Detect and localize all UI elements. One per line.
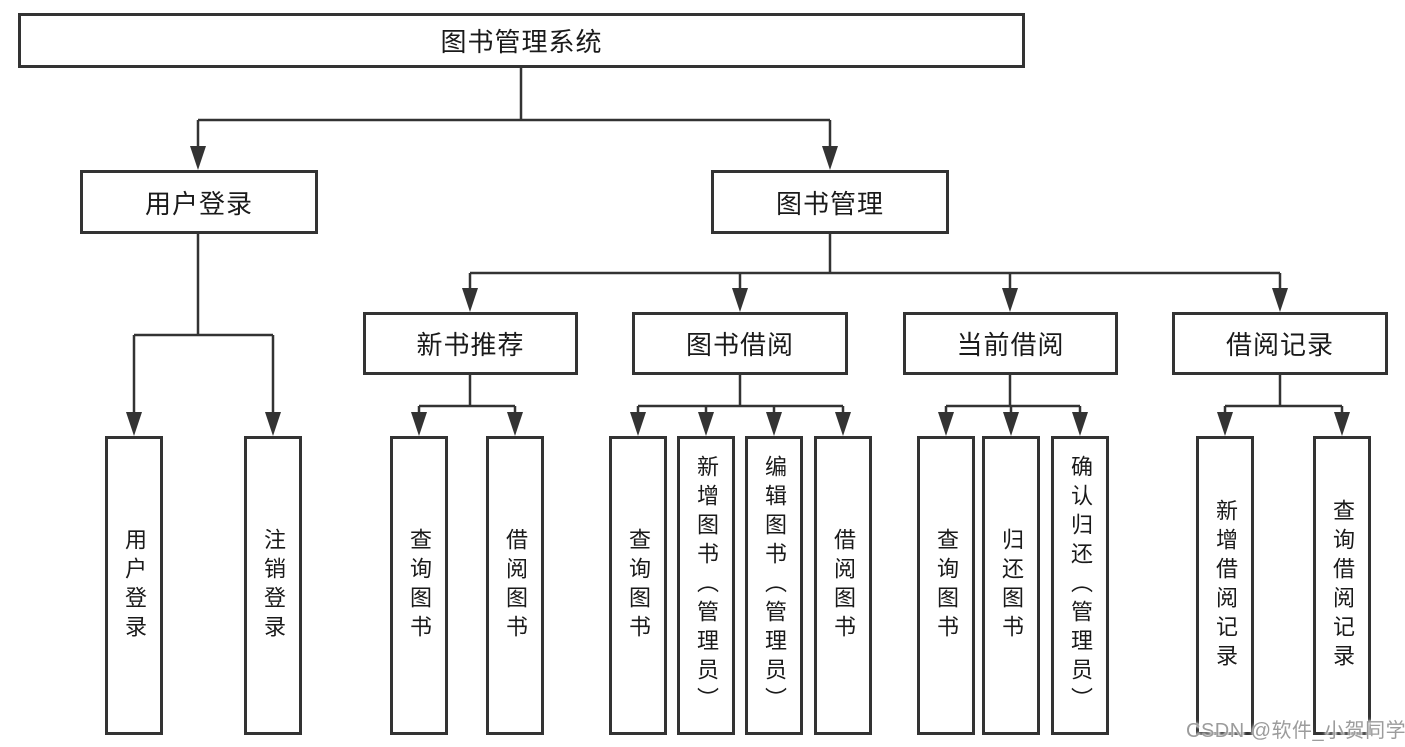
- leaf-logout: 注销登录: [244, 436, 302, 735]
- leaf-borrow-borrow-books: 借阅图书: [814, 436, 872, 735]
- node-borrow-records-label: 借阅记录: [1225, 330, 1334, 360]
- leaf-borrow-edit-books-admin: 编辑图书（管理员）: [745, 436, 803, 735]
- csdn-watermark: CSDN @软件_小贺同学: [1186, 720, 1405, 742]
- leaf-newbook-borrow-books: 借阅图书: [486, 436, 544, 735]
- leaf-borrow-add-books-admin-label: 新增图书（管理员）: [694, 455, 719, 716]
- leaf-user-login: 用户登录: [105, 436, 163, 735]
- leaf-current-query-books-label: 查询图书: [934, 527, 959, 644]
- node-new-book-recommend-label: 新书推荐: [416, 330, 525, 360]
- leaf-borrow-edit-books-admin-label: 编辑图书（管理员）: [762, 455, 787, 716]
- leaf-borrow-query-books: 查询图书: [609, 436, 667, 735]
- leaf-logout-label: 注销登录: [261, 527, 286, 644]
- leaf-current-return-books: 归还图书: [982, 436, 1040, 735]
- leaf-current-confirm-return-admin-label: 确认归还（管理员）: [1068, 455, 1093, 716]
- node-current-borrowing: 当前借阅: [903, 312, 1118, 375]
- node-book-borrowing-label: 图书借阅: [685, 330, 794, 360]
- leaf-records-query-record: 查询借阅记录: [1313, 436, 1371, 735]
- node-library-system: 图书管理系统: [18, 13, 1025, 68]
- node-borrow-records: 借阅记录: [1172, 312, 1388, 375]
- leaf-records-query-record-label: 查询借阅记录: [1330, 498, 1355, 673]
- node-book-borrowing: 图书借阅: [632, 312, 848, 375]
- leaf-records-add-record-label: 新增借阅记录: [1213, 498, 1238, 673]
- leaf-borrow-query-books-label: 查询图书: [626, 527, 651, 644]
- leaf-borrow-add-books-admin: 新增图书（管理员）: [677, 436, 735, 735]
- node-new-book-recommend: 新书推荐: [363, 312, 578, 375]
- leaf-newbook-borrow-books-label: 借阅图书: [503, 527, 528, 644]
- leaf-records-add-record: 新增借阅记录: [1196, 436, 1254, 735]
- leaf-borrow-borrow-books-label: 借阅图书: [831, 527, 856, 644]
- leaf-newbook-query-books: 查询图书: [390, 436, 448, 735]
- leaf-newbook-query-books-label: 查询图书: [407, 527, 432, 644]
- leaf-current-confirm-return-admin: 确认归还（管理员）: [1051, 436, 1109, 735]
- node-current-borrowing-label: 当前借阅: [956, 330, 1065, 360]
- leaf-current-query-books: 查询图书: [917, 436, 975, 735]
- leaf-user-login-label: 用户登录: [122, 527, 147, 644]
- node-library-system-label: 图书管理系统: [440, 27, 603, 57]
- node-user-login-label: 用户登录: [144, 188, 253, 219]
- node-book-management: 图书管理: [711, 170, 949, 234]
- node-book-management-label: 图书管理: [775, 188, 884, 219]
- arrowhead-icons: [126, 146, 1350, 436]
- leaf-current-return-books-label: 归还图书: [999, 527, 1024, 644]
- node-user-login: 用户登录: [80, 170, 318, 234]
